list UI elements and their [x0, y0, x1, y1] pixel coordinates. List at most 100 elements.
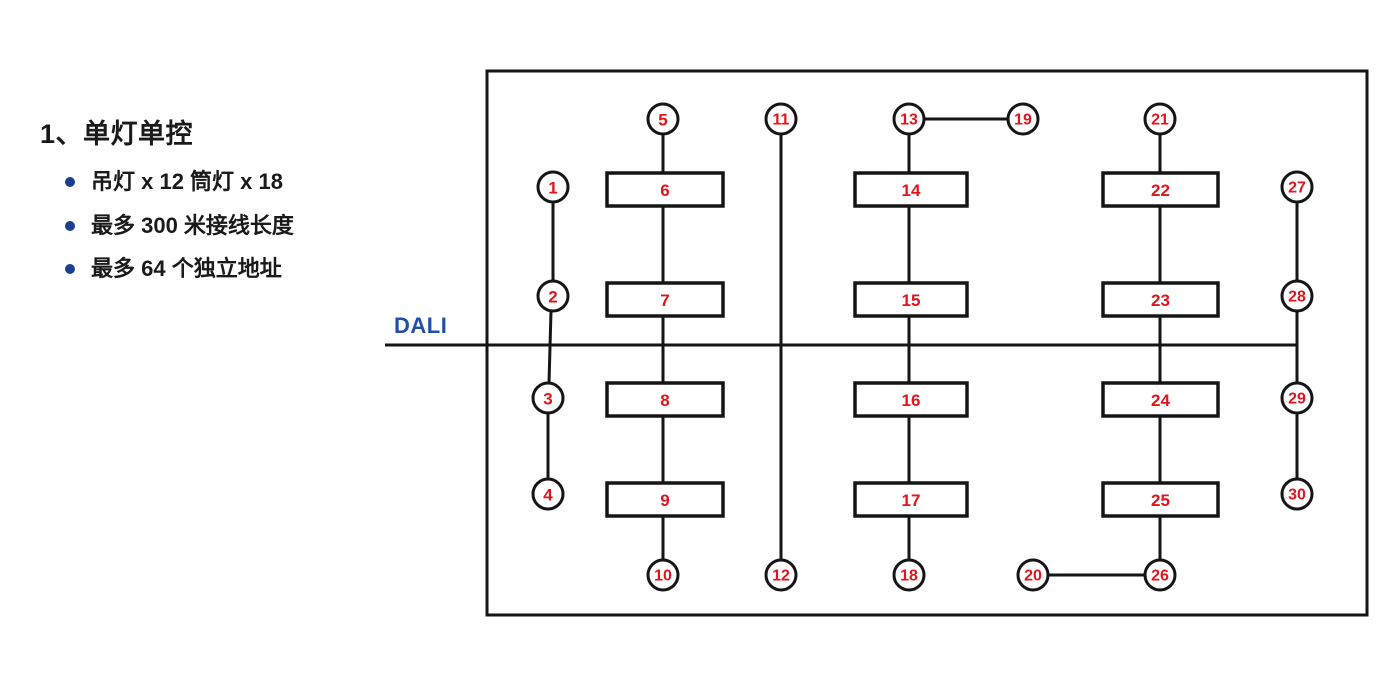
pendant-node-circle — [1280, 477, 1314, 511]
pendant-node[interactable]: 20 — [1016, 558, 1050, 592]
bullet-dot-icon — [65, 177, 75, 188]
downlight-box[interactable]: 22 — [1101, 171, 1220, 208]
downlight-box[interactable]: 24 — [1101, 381, 1220, 418]
room-boundary-group — [485, 69, 1369, 617]
downlight-box[interactable]: 14 — [853, 171, 969, 208]
pendant-node-circle — [1016, 558, 1050, 592]
pendant-node-circle — [531, 477, 565, 511]
bullet-dot-icon — [65, 220, 75, 231]
downlight-box-rect — [1101, 481, 1220, 518]
downlight-box[interactable]: 15 — [853, 281, 969, 318]
downlight-box-number: 6 — [660, 181, 669, 200]
pendant-node[interactable]: 4 — [531, 477, 565, 511]
pendant-node-number: 19 — [1014, 112, 1032, 129]
pendant-node[interactable]: 10 — [646, 558, 680, 592]
pendant-node[interactable]: 29 — [1280, 381, 1314, 415]
feature-list: 吊灯 x 12 筒灯 x 18 最多 300 米接线长度最多 64 个独立地址 — [40, 168, 440, 283]
pendant-node-number: 13 — [900, 112, 918, 129]
pendant-node-number: 21 — [1151, 112, 1169, 129]
downlight-box-rect — [1101, 381, 1220, 418]
pendant-node[interactable]: 27 — [1280, 170, 1314, 204]
pendant-node-number: 10 — [654, 568, 672, 585]
pendant-node-circle — [892, 558, 926, 592]
pendant-node-number: 5 — [658, 111, 667, 130]
downlight-box-number: 9 — [660, 491, 669, 510]
pendant-node[interactable]: 30 — [1280, 477, 1314, 511]
pendant-node-number: 26 — [1151, 568, 1169, 585]
pendant-node[interactable]: 13 — [892, 102, 926, 136]
pendant-node-number: 29 — [1288, 391, 1306, 408]
downlight-box-rect — [1101, 281, 1220, 318]
downlight-box[interactable]: 7 — [605, 281, 725, 318]
wire-segment — [547, 310, 553, 384]
pendant-node-circle — [646, 558, 680, 592]
feature-list-item-label: 最多 300 米接线长度 — [91, 212, 294, 238]
info-panel: 1、单灯单控 吊灯 x 12 筒灯 x 18 最多 300 米接线长度最多 64 … — [40, 118, 440, 299]
downlight-box-rect — [605, 171, 725, 208]
pendant-node-number: 28 — [1288, 289, 1306, 306]
pendant-node-number: 20 — [1024, 568, 1042, 585]
downlight-box-number: 22 — [1151, 181, 1170, 200]
pendant-node-circle — [1280, 381, 1314, 415]
downlight-box[interactable]: 25 — [1101, 481, 1220, 518]
pendant-node-number: 27 — [1288, 180, 1306, 197]
downlight-box[interactable]: 17 — [853, 481, 969, 518]
pendant-node-number: 30 — [1288, 487, 1306, 504]
downlight-box[interactable]: 9 — [605, 481, 725, 518]
downlight-box-rect — [853, 281, 969, 318]
downlight-box-rect — [605, 281, 725, 318]
pendant-node-circle — [1280, 279, 1314, 313]
pendant-node-number: 11 — [773, 112, 790, 129]
bullet-dot-icon — [65, 264, 75, 275]
pendant-node-circle — [1280, 170, 1314, 204]
downlight-box[interactable]: 8 — [605, 381, 725, 418]
feature-list-item-label: 最多 64 个独立地址 — [91, 256, 282, 282]
downlight-box[interactable]: 16 — [853, 381, 969, 418]
pendant-node-circle — [646, 102, 680, 136]
downlight-box-number: 8 — [660, 391, 669, 410]
pendant-node[interactable]: 5 — [646, 102, 680, 136]
downlight-box-number: 15 — [902, 291, 921, 310]
pendant-node[interactable]: 3 — [531, 381, 565, 415]
pendant-node[interactable]: 21 — [1143, 102, 1177, 136]
pendant-node-number: 2 — [548, 288, 557, 307]
pendant-node[interactable]: 2 — [536, 279, 570, 313]
pendant-node[interactable]: 26 — [1143, 558, 1177, 592]
downlight-box[interactable]: 23 — [1101, 281, 1220, 318]
pendant-node-circle — [536, 279, 570, 313]
room-boundary-rect — [485, 69, 1369, 617]
pendant-node-number: 18 — [900, 568, 918, 585]
pendant-node-circle — [1143, 558, 1177, 592]
downlight-box-number: 16 — [902, 391, 921, 410]
feature-list-item: 吊灯 x 12 筒灯 x 18 — [65, 168, 440, 196]
feature-list-item: 最多 300 米接线长度 — [65, 212, 440, 240]
downlight-box-number: 14 — [902, 181, 921, 200]
pendant-node-circle — [892, 102, 926, 136]
pendant-node-circle — [1006, 102, 1040, 136]
pendant-node-circle — [1143, 102, 1177, 136]
downlight-box-number: 7 — [660, 291, 669, 310]
pendant-node[interactable]: 11 — [764, 102, 798, 136]
downlight-box-group: 6 7 8 9 14 15 16 17 22 23 24 25 — [605, 171, 1220, 518]
pendant-node[interactable]: 12 — [764, 558, 798, 592]
pendant-node-circle — [536, 170, 570, 204]
pendant-node[interactable]: 28 — [1280, 279, 1314, 313]
pendant-node-number: 3 — [543, 390, 552, 409]
pendant-node-number: 1 — [548, 179, 557, 198]
pendant-node[interactable]: 19 — [1006, 102, 1040, 136]
dali-bus-label-group: DALI — [394, 313, 447, 338]
downlight-box-rect — [853, 481, 969, 518]
downlight-box-rect — [853, 171, 969, 208]
wire-group — [546, 117, 1299, 577]
page-title: 1、单灯单控 — [40, 119, 194, 149]
pendant-node[interactable]: 1 — [536, 170, 570, 204]
pendant-node-circle — [531, 381, 565, 415]
feature-list-item-label: 吊灯 x 12 筒灯 x 18 — [91, 169, 283, 195]
downlight-box[interactable]: 6 — [605, 171, 725, 208]
downlight-box-rect — [853, 381, 969, 418]
feature-list-item: 最多 64 个独立地址 — [65, 255, 440, 283]
pendant-node[interactable]: 18 — [892, 558, 926, 592]
